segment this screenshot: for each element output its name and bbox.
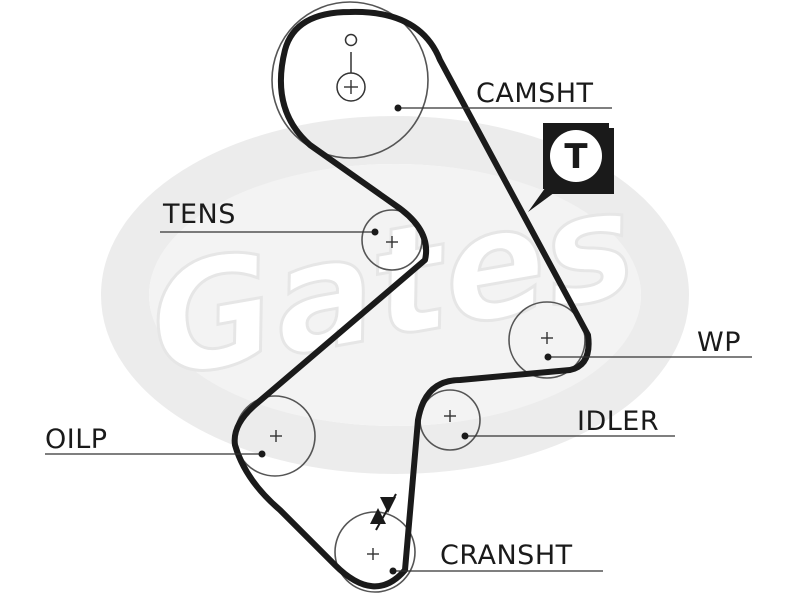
badge-circle <box>550 130 602 182</box>
timing-belt <box>231 8 592 590</box>
pulley-centers <box>270 80 553 560</box>
label-wp: WP <box>697 327 741 358</box>
pulley-camshaft <box>271 1 429 159</box>
center-cross-water-pump <box>541 332 553 344</box>
timing-mark-icon <box>336 33 366 102</box>
label-idler: IDLER <box>577 406 659 437</box>
watermark-ring <box>101 116 689 474</box>
pulleys <box>234 1 586 593</box>
watermark-fill <box>149 164 641 426</box>
label-tens: TENS <box>162 199 236 230</box>
badge-pointer <box>528 184 566 212</box>
label-camsht: CAMSHT <box>476 78 594 109</box>
badge-letter: T <box>564 137 588 177</box>
label-oilp: OILP <box>45 424 108 455</box>
leader-camsht <box>394 104 612 112</box>
center-cross-idler <box>444 410 456 422</box>
center-cross-tensioner <box>386 236 398 248</box>
leader-tens <box>160 228 379 236</box>
center-cross-crankshaft <box>367 548 379 560</box>
center-cross-camshaft <box>344 80 358 94</box>
leader-wp <box>544 353 752 361</box>
pulley-water-pump <box>508 301 586 379</box>
tensioner-badge-icon: T <box>528 123 614 212</box>
leader-idler <box>461 432 675 440</box>
pulley-crankshaft <box>334 511 416 593</box>
tension-arrow-icon <box>370 493 397 531</box>
center-cross-oil-pump <box>270 430 282 442</box>
leader-lines <box>45 104 752 575</box>
leader-cransht <box>389 567 603 575</box>
label-cransht: CRANSHT <box>440 540 573 571</box>
leader-oilp <box>45 450 266 458</box>
